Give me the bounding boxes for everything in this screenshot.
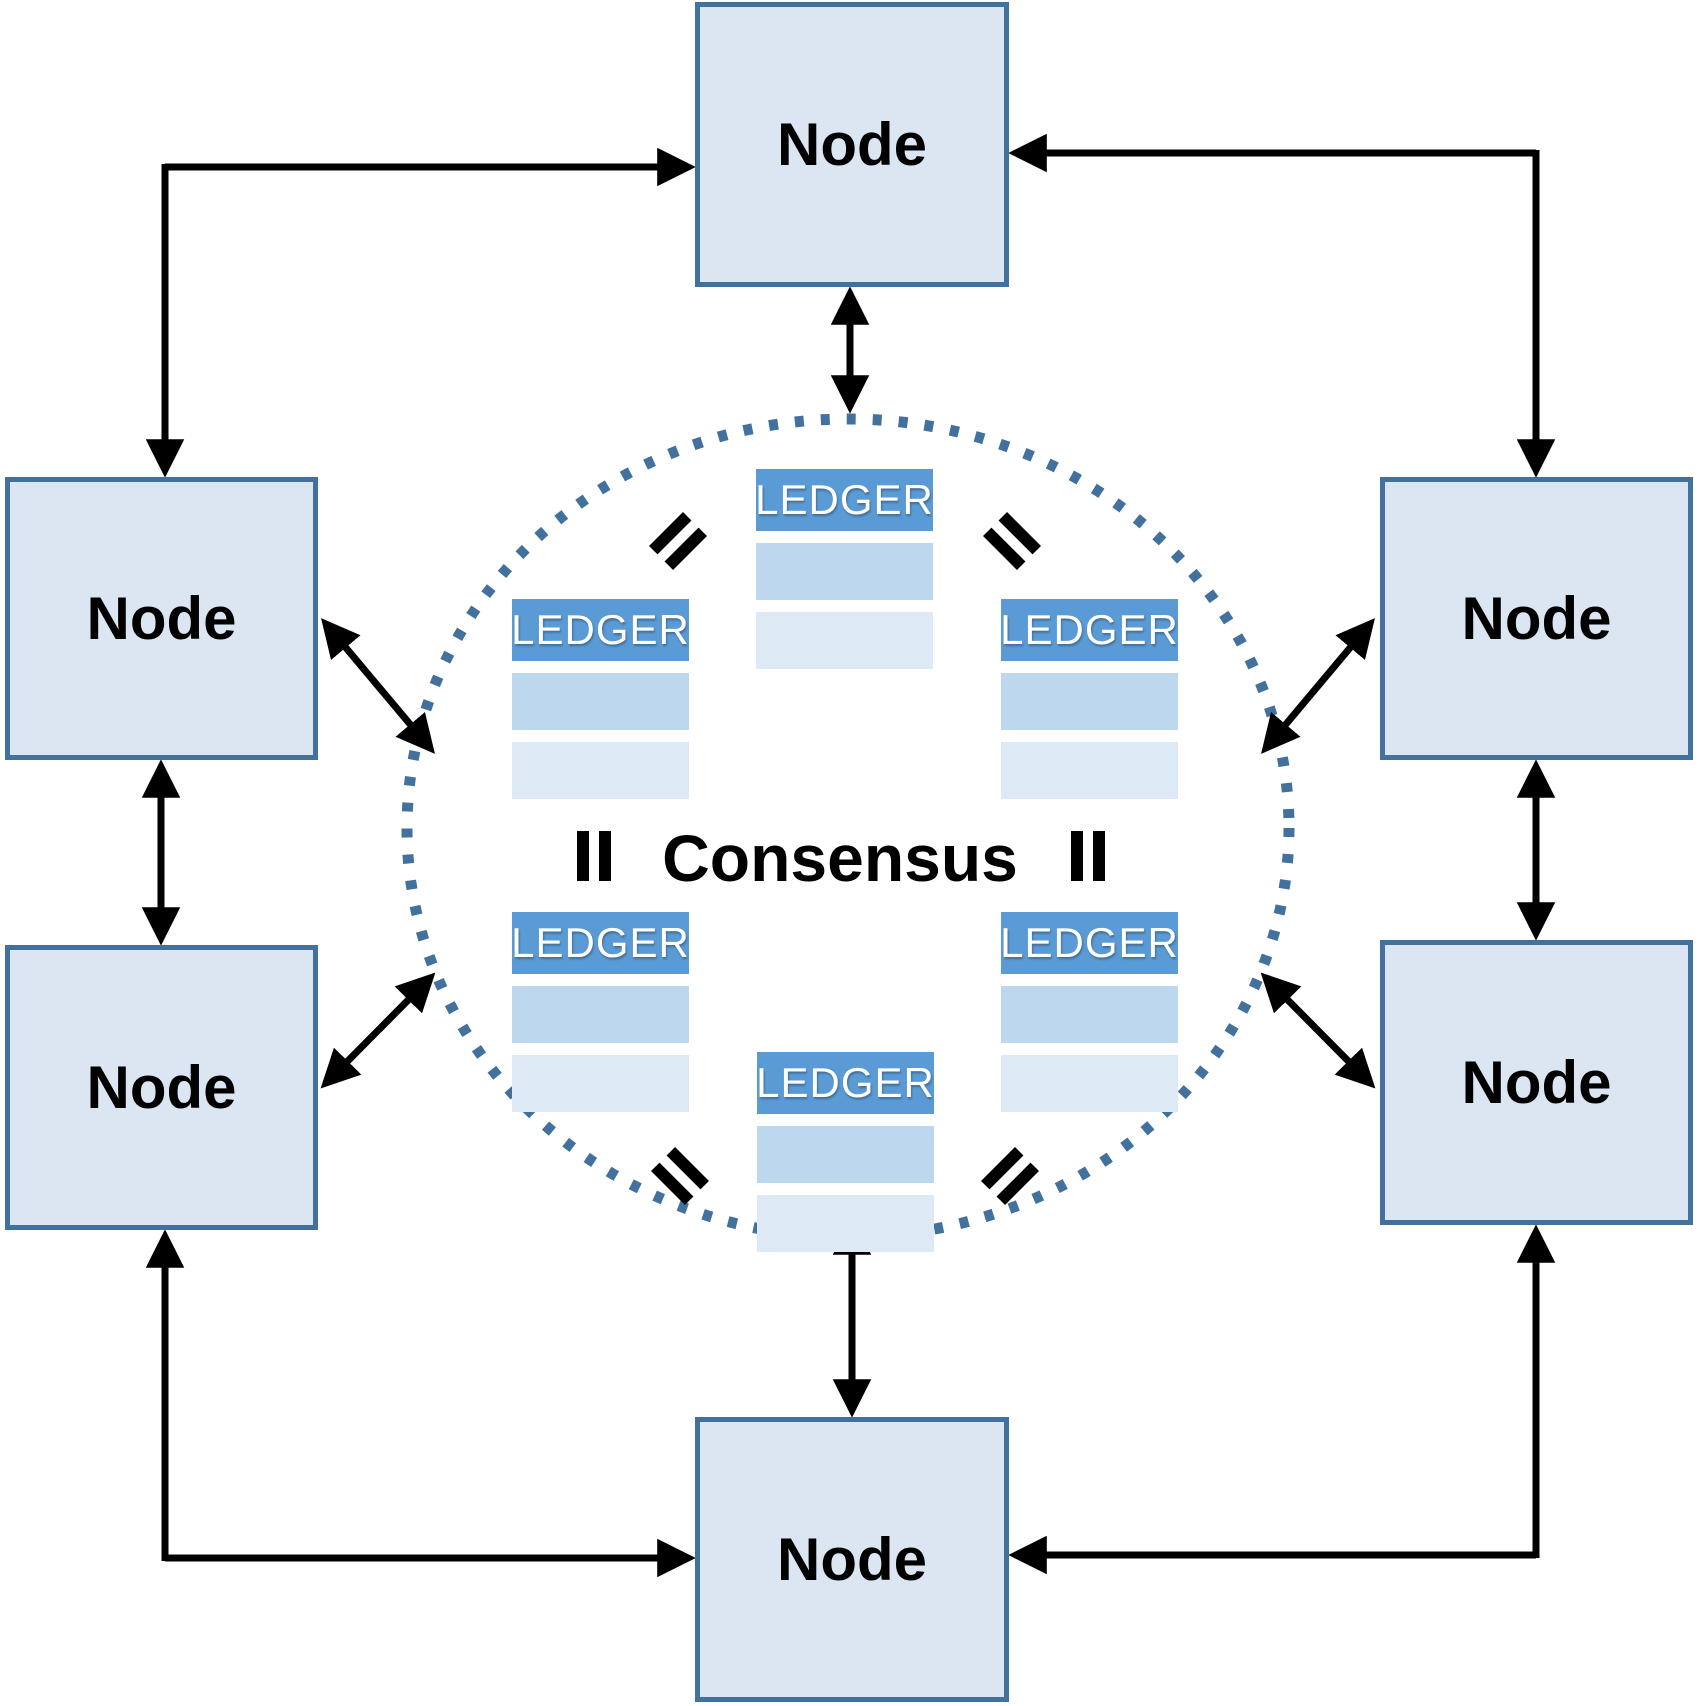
ledger-title-bar: LEDGER (755, 469, 933, 531)
ledger-upper-right: LEDGER (1000, 599, 1178, 799)
equals-icon-middle-left (577, 831, 611, 881)
ledger-row (1001, 742, 1178, 799)
ledger-row (512, 1055, 689, 1112)
node-box-right-top: Node (1380, 477, 1693, 760)
ledger-row (756, 612, 933, 669)
consensus-label: Consensus (662, 821, 1018, 895)
ledger-title-bar: LEDGER (1000, 912, 1178, 974)
node-box-left-top: Node (5, 477, 318, 760)
ledger-bottom: LEDGER (756, 1052, 934, 1252)
equals-icon-lower-right (981, 1147, 1039, 1205)
ledger-lower-right: LEDGER (1000, 912, 1178, 1112)
ledger-row (512, 673, 689, 730)
ledger-row (757, 1195, 934, 1252)
equals-icon-middle-right (1071, 831, 1105, 881)
equals-icon-lower-left (651, 1147, 709, 1205)
ledger-upper-left: LEDGER (511, 599, 689, 799)
ledger-row (512, 742, 689, 799)
ledger-title-bar: LEDGER (511, 599, 689, 661)
ledger-row (1001, 1055, 1178, 1112)
node-box-top: Node (695, 2, 1009, 287)
ledger-title-bar: LEDGER (1000, 599, 1178, 661)
node-box-left-bottom: Node (5, 945, 318, 1230)
node-label: Node (1461, 585, 1612, 652)
equals-icon-upper-right (983, 512, 1041, 570)
ledger-row (757, 1126, 934, 1183)
node-box-bottom: Node (695, 1417, 1009, 1702)
ledger-title-bar: LEDGER (756, 1052, 934, 1114)
ledger-top: LEDGER (755, 469, 933, 669)
consensus-boundary-circle (401, 413, 1295, 1243)
arrow-leftbottomnode-circle (320, 972, 436, 1089)
ledger-lower-left: LEDGER (511, 912, 689, 1112)
ledger-row (756, 543, 933, 600)
node-label: Node (1461, 1049, 1612, 1116)
node-label: Node (777, 1526, 927, 1593)
ledger-row (1001, 673, 1178, 730)
arrow-rightbottomnode-circle (1260, 972, 1376, 1089)
node-label: Node (777, 111, 927, 178)
equals-icon-upper-left (649, 512, 707, 570)
ledger-row (1001, 986, 1178, 1043)
node-label: Node (86, 585, 237, 652)
arrow-righttopnode-circle (1261, 618, 1375, 754)
node-label: Node (86, 1054, 237, 1121)
ledger-row (512, 986, 689, 1043)
arrow-lefttopnode-circle (321, 618, 435, 754)
node-box-right-bottom: Node (1380, 940, 1693, 1225)
ledger-title-bar: LEDGER (511, 912, 689, 974)
